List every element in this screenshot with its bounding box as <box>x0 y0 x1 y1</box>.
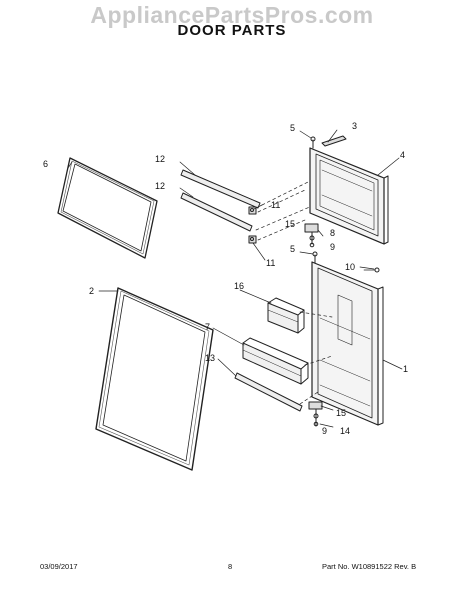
diagram-title: DOOR PARTS <box>177 22 287 39</box>
lower-trim-strip <box>180 192 253 232</box>
callout-2: 2 <box>89 286 94 296</box>
watermark-text: AppliancePartsPros.com <box>90 2 374 28</box>
callout-11-upper: 11 <box>271 200 280 210</box>
callout-labels: 6 2 3 4 5 5 12 12 11 11 15 8 9 10 1 16 7… <box>43 121 408 436</box>
callout-7: 7 <box>205 322 210 332</box>
fresh-food-gasket <box>95 287 214 471</box>
bottom-trim-strip <box>234 372 303 412</box>
upper-trim-strip <box>180 169 261 209</box>
callout-12-upper: 12 <box>155 154 165 164</box>
alignment-lines-freezer <box>255 150 313 271</box>
callout-5-lower: 5 <box>290 244 295 254</box>
callout-14: 14 <box>340 426 350 436</box>
footer-page-number: 8 <box>228 562 233 571</box>
callout-8: 8 <box>330 228 335 238</box>
freezer-gasket <box>57 157 158 259</box>
door-stop-screw <box>363 267 380 273</box>
callout-1: 1 <box>403 364 408 374</box>
callout-15-lower: 15 <box>336 408 346 418</box>
callout-9-lower: 9 <box>322 426 327 436</box>
callout-9-upper: 9 <box>330 242 335 252</box>
large-door-bin <box>242 337 309 385</box>
fresh-food-door <box>311 261 384 426</box>
callout-3: 3 <box>352 121 357 131</box>
callout-16: 16 <box>234 281 244 291</box>
freezer-door <box>309 147 389 245</box>
callout-12-lower: 12 <box>155 181 165 191</box>
callout-13: 13 <box>205 353 215 363</box>
hinge-screw-top <box>310 136 316 149</box>
alignment-lines-bins <box>299 311 333 405</box>
footer-date: 03/09/2017 <box>40 562 78 571</box>
bottom-hinge <box>308 401 323 427</box>
callout-15-upper: 15 <box>285 219 295 229</box>
trim-clip-lower <box>248 235 257 244</box>
middle-hinge <box>304 223 319 248</box>
top-hinge-cover <box>321 135 347 147</box>
leader-lines <box>67 129 403 428</box>
trim-clip-upper <box>248 206 257 215</box>
callout-6: 6 <box>43 159 48 169</box>
callout-4: 4 <box>400 150 405 160</box>
footer-part-number: Part No. W10891522 Rev. B <box>322 562 417 571</box>
callout-5-top: 5 <box>290 123 295 133</box>
callout-11-lower: 11 <box>266 258 275 268</box>
callout-10: 10 <box>345 262 355 272</box>
small-door-bin <box>267 297 305 334</box>
